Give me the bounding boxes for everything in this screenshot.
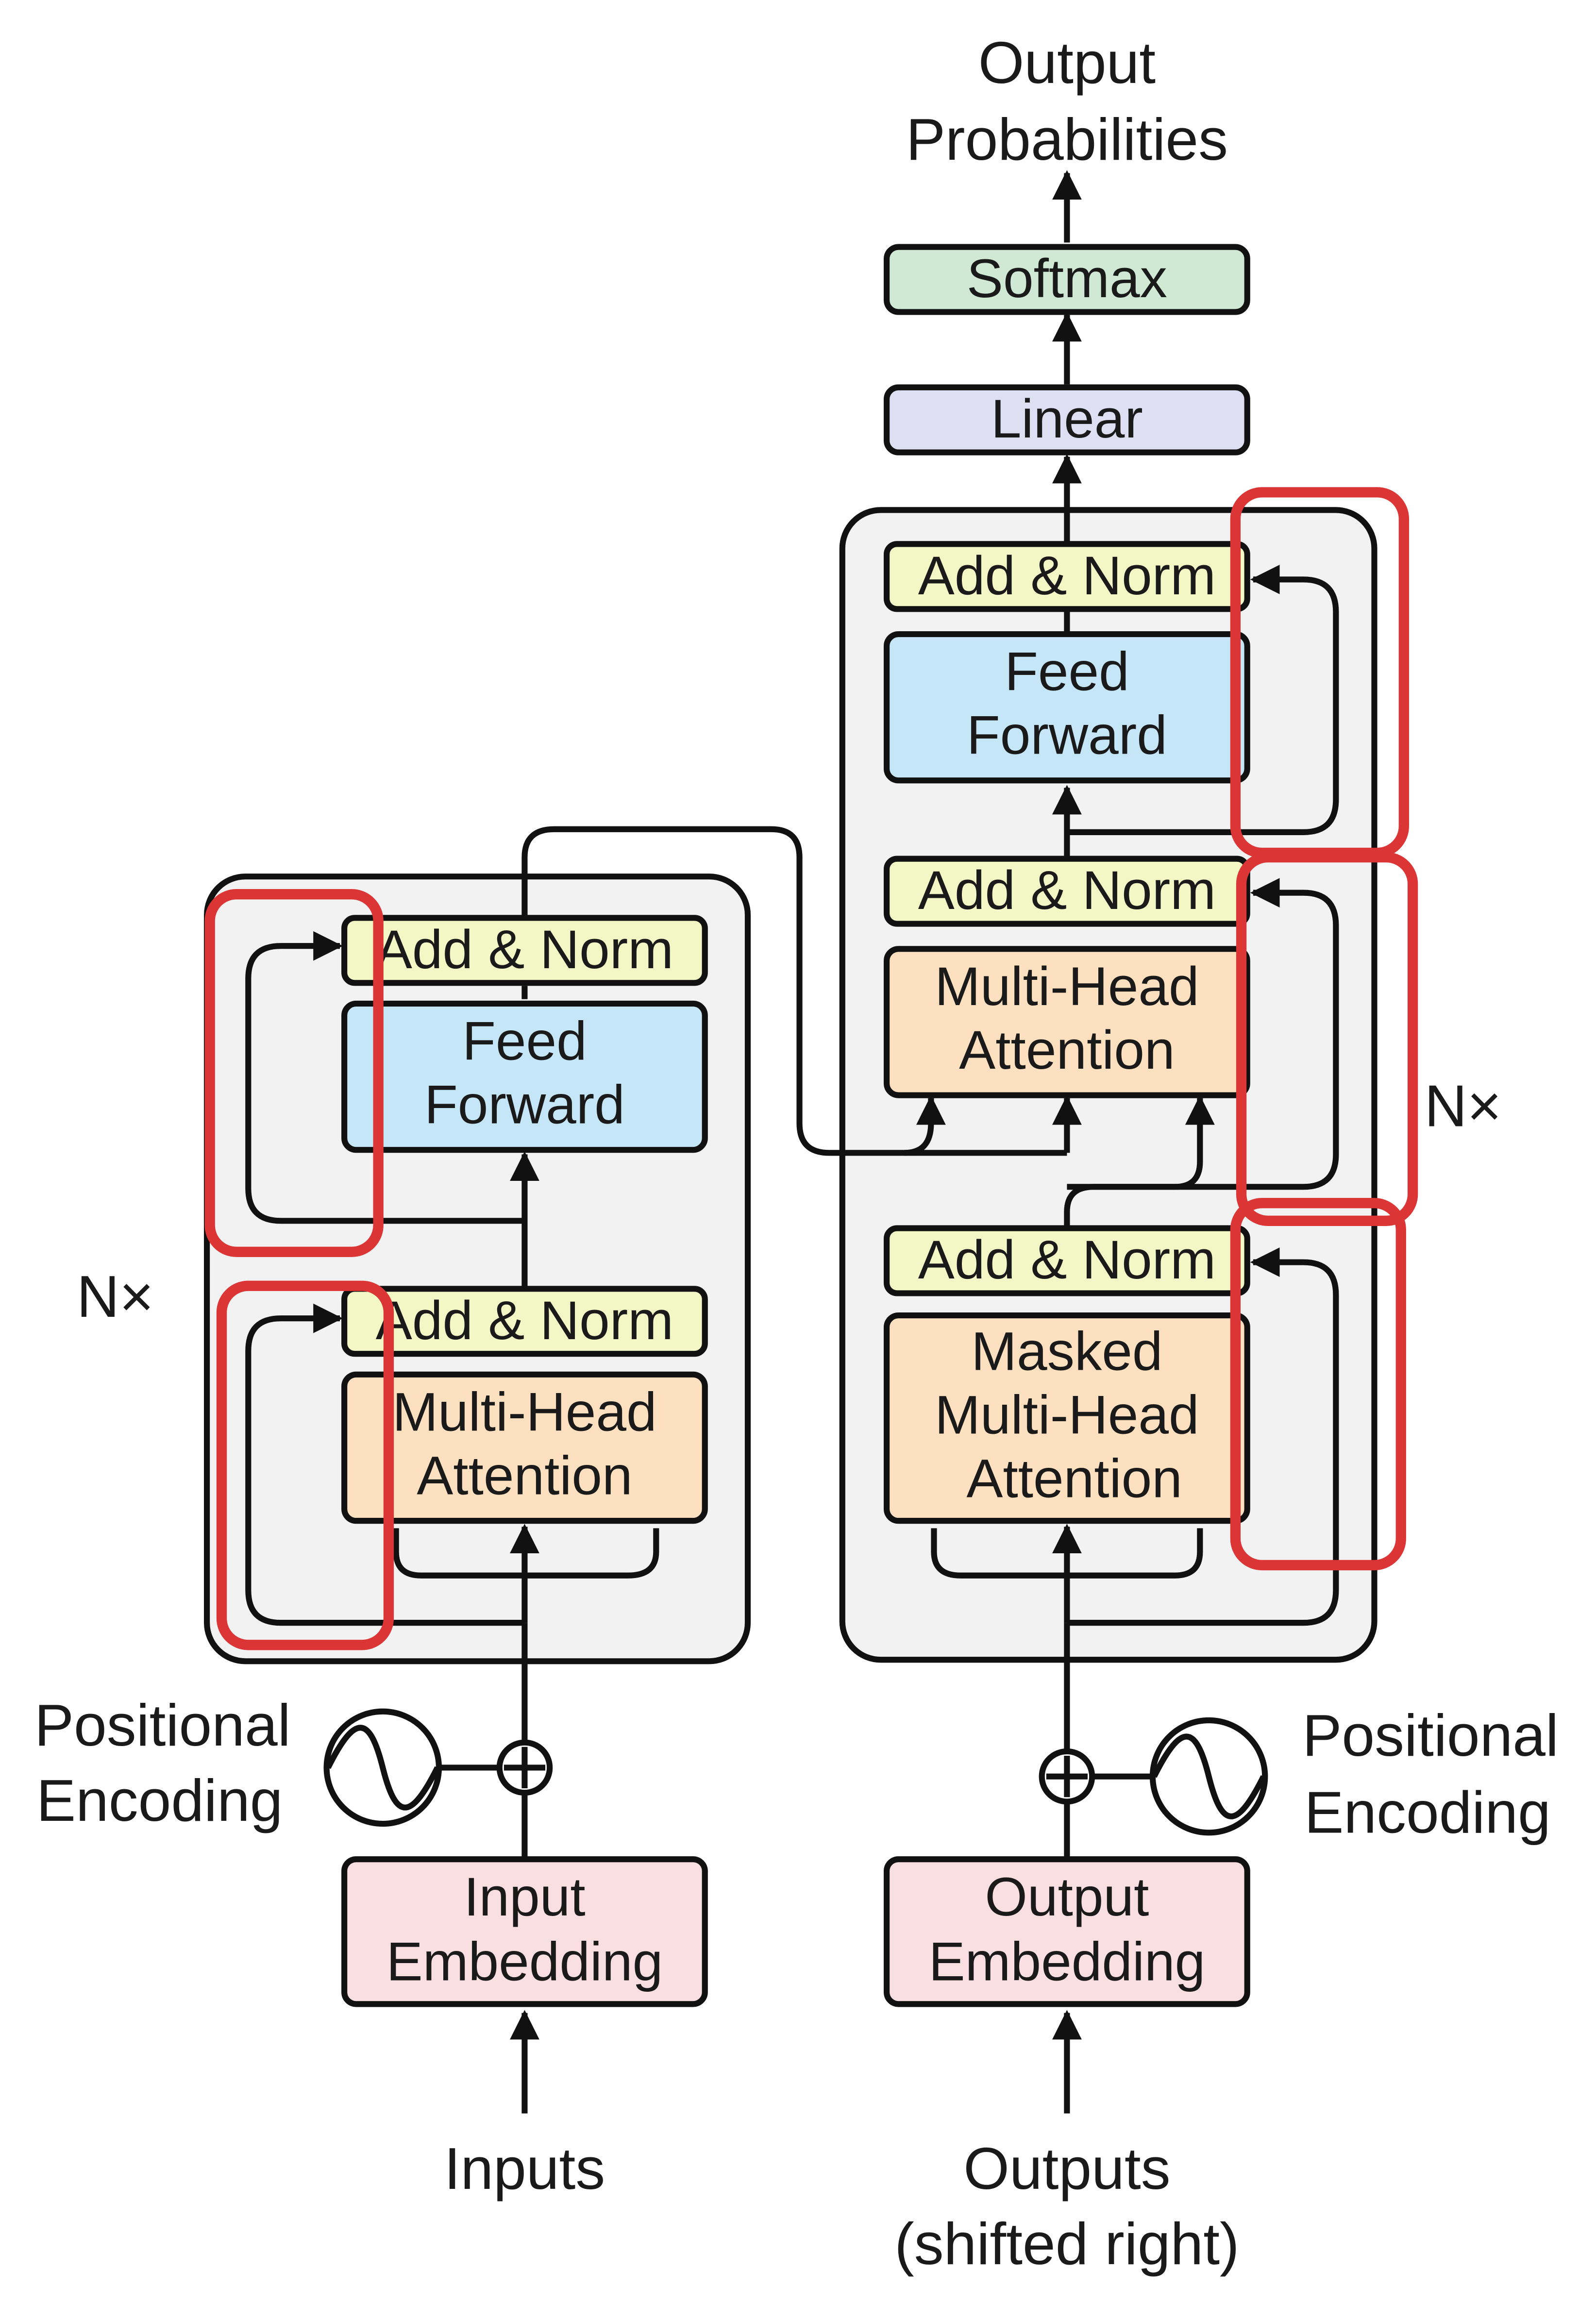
highlight-decoder-residual-middle	[1236, 852, 1418, 1226]
decoder-add-norm-mid-label: Add & Norm	[918, 859, 1216, 921]
sine-wave-icon	[1149, 1717, 1268, 1836]
output-probabilities-line1: Output	[978, 30, 1156, 96]
encoder-repeat-label: N×	[77, 1263, 154, 1329]
decoder-attention-line1: Multi-Head	[935, 956, 1199, 1017]
encoder-feed-forward-line1: Feed	[462, 1010, 587, 1072]
encoder-attention-box	[341, 1371, 708, 1524]
input-embedding-line1: Input	[464, 1866, 585, 1927]
encoder-attention-line1: Multi-Head	[392, 1381, 656, 1442]
output-embedding-box	[884, 1856, 1250, 2007]
decoder-masked-line2: Multi-Head	[935, 1384, 1199, 1445]
decoder-feed-forward-box	[884, 631, 1250, 784]
encoder-attention-line2: Attention	[417, 1445, 633, 1506]
cross-attn-arrow-left	[904, 1095, 946, 1156]
highlight-annotations	[204, 487, 1418, 1650]
encoder-attn-side-branches	[393, 1528, 659, 1579]
highlight-encoder-residual-lower	[216, 1280, 394, 1650]
encoder-feed-forward-box	[341, 1000, 708, 1153]
linear-label: Linear	[991, 388, 1143, 449]
softmax-box	[884, 244, 1250, 315]
positional-encoding-right-line1: Positional	[1302, 1702, 1559, 1768]
decoder-add-norm-top-label: Add & Norm	[918, 545, 1216, 606]
decoder-residual-upper	[1067, 564, 1339, 835]
circled-plus-icon	[1039, 1748, 1095, 1805]
decoder-masked-line1: Masked	[971, 1321, 1162, 1382]
encoder-add-norm-top-label: Add & Norm	[376, 919, 673, 980]
connections	[245, 170, 1339, 2114]
sine-wave-icon	[323, 1708, 442, 1827]
encoder-add-norm-top	[341, 915, 708, 986]
decoder-residual-middle	[1067, 893, 1339, 1190]
linear-box	[884, 384, 1250, 455]
decoder-attention-box	[884, 946, 1250, 1098]
decoder-masked-attention-box	[884, 1312, 1250, 1524]
encoder-to-decoder-connection	[521, 826, 1067, 1156]
decoder-masked-side-branches	[931, 1528, 1203, 1579]
highlight-encoder-residual-upper	[204, 889, 384, 1257]
input-embedding-box	[341, 1856, 708, 2007]
decoder-add-norm-top	[884, 541, 1250, 612]
outputs-label-line2: (shifted right)	[894, 2211, 1239, 2277]
highlight-decoder-residual-lower	[1230, 1198, 1406, 1571]
decoder-repeat-label: N×	[1425, 1073, 1502, 1139]
encoder-residual-lower	[245, 1303, 525, 1626]
decoder-feed-forward-line1: Feed	[1005, 641, 1129, 702]
output-embedding-line1: Output	[985, 1866, 1149, 1927]
encoder-feed-forward-line2: Forward	[424, 1074, 625, 1135]
decoder-add-norm-bottom	[884, 1225, 1250, 1296]
encoder-residual-upper	[245, 931, 525, 1224]
softmax-label: Softmax	[967, 248, 1167, 309]
decoder-feed-forward-line2: Forward	[967, 705, 1167, 766]
inputs-label: Inputs	[444, 2135, 605, 2201]
positional-encoding-left-line1: Positional	[34, 1692, 291, 1758]
outputs-label-line1: Outputs	[963, 2135, 1170, 2201]
encoder-add-norm-bottom	[341, 1286, 708, 1357]
encoder-add-norm-bottom-label: Add & Norm	[376, 1290, 673, 1351]
decoder-masked-line3: Attention	[966, 1447, 1182, 1509]
input-embedding-line2: Embedding	[386, 1931, 663, 1992]
positional-encoding-left-line2: Encoding	[36, 1767, 283, 1833]
decoder-residual-lower	[1067, 1247, 1339, 1626]
output-probabilities-line2: Probabilities	[906, 106, 1228, 172]
output-embedding-line2: Embedding	[929, 1931, 1206, 1992]
circled-plus-icon	[496, 1739, 553, 1796]
positional-encoding-right-line2: Encoding	[1304, 1779, 1551, 1845]
decoder-attention-line2: Attention	[959, 1019, 1175, 1080]
decoder-add-norm-bottom-label: Add & Norm	[918, 1229, 1216, 1290]
encoder-stack-panel	[204, 874, 751, 1664]
decoder-add-norm-mid	[884, 856, 1250, 927]
